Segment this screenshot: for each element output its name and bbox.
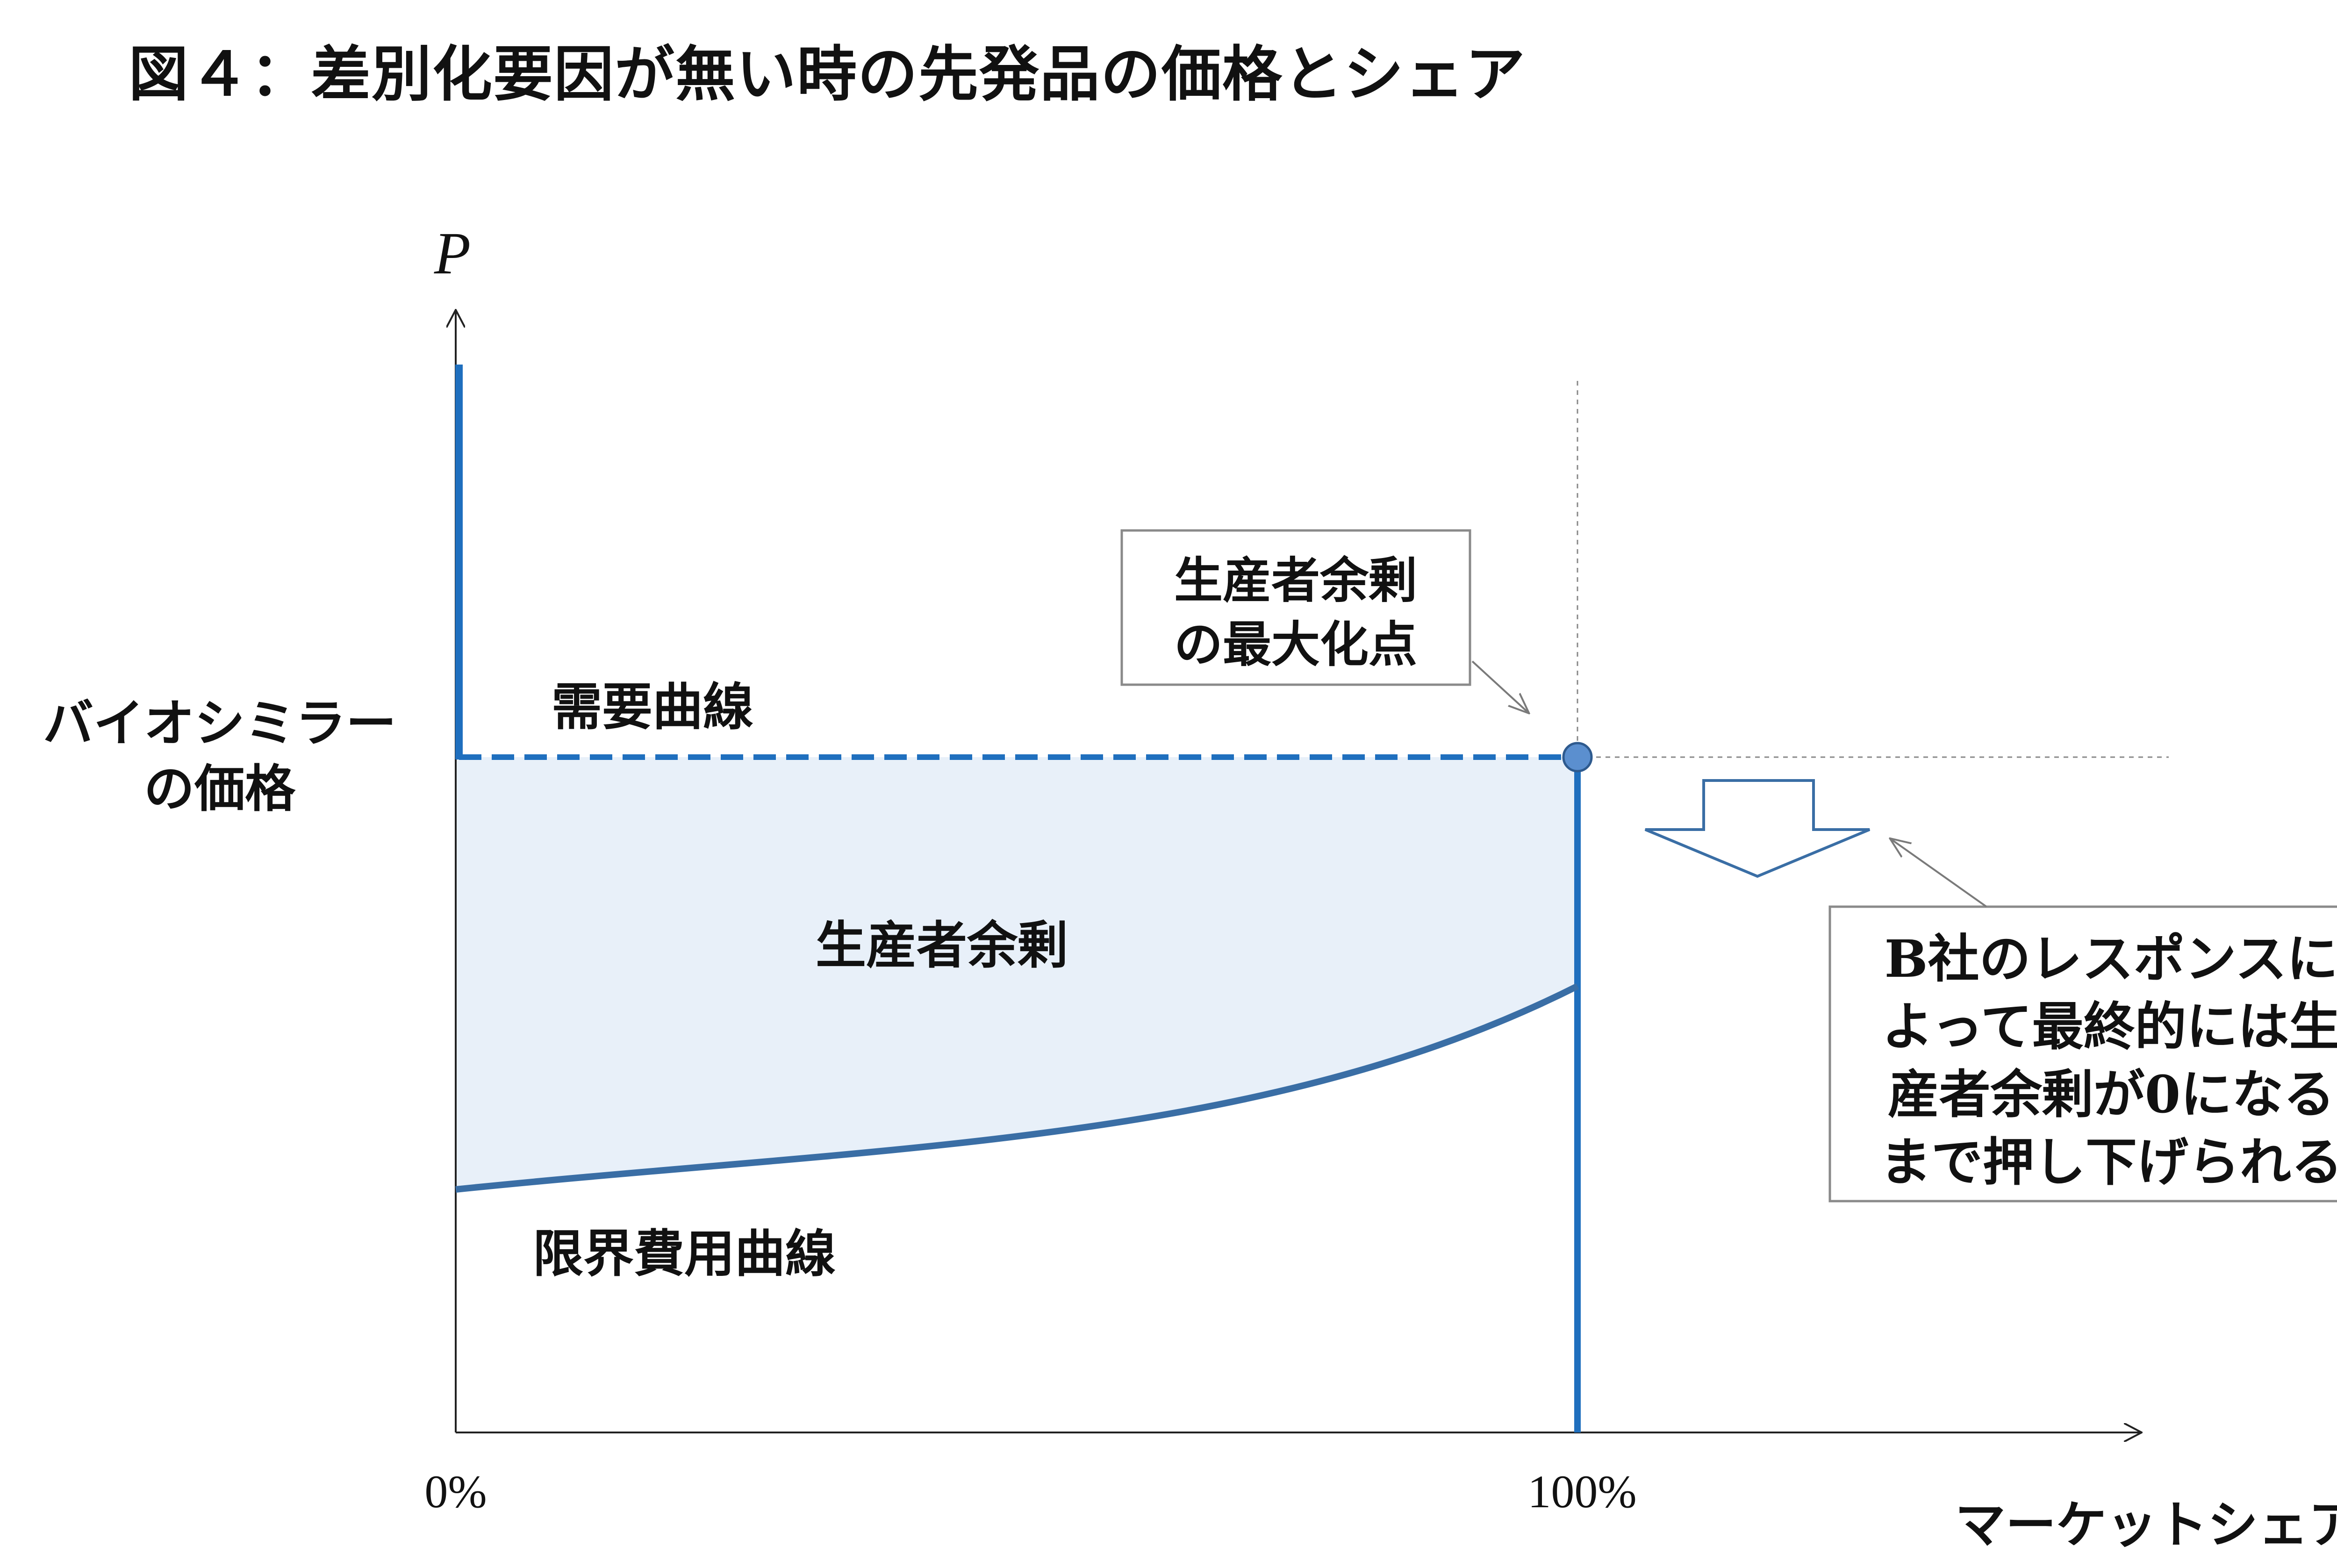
producer-surplus-label: 生産者余剰 [816,916,1068,975]
y-axis-label: P [434,220,471,286]
response-callout-line1: B社のレスポンスに [1885,929,2337,989]
x-tick-100: 100% [1527,1466,1636,1518]
x-axis-label: マーケットシェア [1955,1496,2337,1554]
figure-title: 図４：差別化要因が無い時の先発品の価格とシェア [129,39,1527,109]
producer-surplus-area [456,757,1577,1189]
max-point-callout-box [1120,529,1471,686]
response-callout-line4: まで押し下げられる [1880,1132,2337,1192]
response-callout-line3: 産者余剰が0になる [1888,1064,2335,1124]
max-point-callout-line2: の最大化点 [1174,616,1417,673]
y-value-label-line1: バイオシミラー [43,694,396,753]
response-callout-line2: よって最終的には生 [1882,996,2337,1057]
surplus-maximization-point [1562,742,1593,773]
down-arrow-icon [1644,779,1871,878]
marginal-cost-curve [455,983,1579,1193]
max-point-pointer-arrow [1471,660,1528,713]
response-callout-box [1828,905,2337,1203]
response-pointer-arrow [1891,839,1987,908]
x-tick-0: 0% [424,1466,487,1518]
y-value-label-line2: の価格 [144,759,296,818]
marginal-cost-curve-label: 限界費用曲線 [533,1224,836,1283]
max-point-callout-line1: 生産者余剰 [1174,551,1417,609]
demand-curve-label: 需要曲線 [552,678,753,737]
